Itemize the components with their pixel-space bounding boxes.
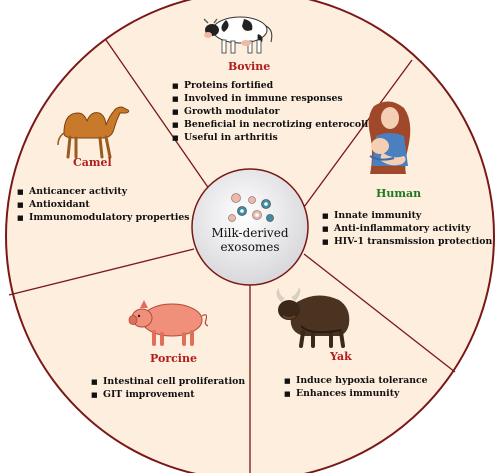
divider-line <box>105 39 215 197</box>
yak-bullets: Induce hypoxia tolerance Enhances immuni… <box>284 374 428 400</box>
list-item: Innate immunity <box>322 209 492 222</box>
exosome-vesicles-icon <box>228 193 274 222</box>
list-item: Anticancer activity <box>17 185 190 198</box>
divider-line <box>303 253 456 373</box>
yak-icon <box>276 287 350 348</box>
camel-bullets: Anticancer activity Antioxidant Immunomo… <box>17 185 190 224</box>
yak-title: Yak <box>330 350 352 363</box>
center-circle <box>191 168 309 286</box>
human-bullets: Innate immunity Anti-inflammatory activi… <box>322 209 492 248</box>
pig-icon <box>128 300 209 346</box>
list-item: Antioxidant <box>17 198 190 211</box>
center-label-line1: Milk-derived <box>211 226 289 240</box>
list-item: Beneficial in necrotizing enterocolitis <box>172 118 381 131</box>
list-item: Enhances immunity <box>284 387 428 400</box>
mother-breastfeeding-icon <box>368 101 411 174</box>
porcine-bullets: Intestinal cell proliferation GIT improv… <box>91 375 245 401</box>
list-item: Useful in arthritis <box>172 131 381 144</box>
list-item: Anti-inflammatory activity <box>322 222 492 235</box>
center-label-line2: exosomes <box>220 240 280 254</box>
divider-line <box>8 248 195 296</box>
list-item: Growth modulator <box>172 105 381 118</box>
list-item: GIT improvement <box>91 388 245 401</box>
porcine-title: Porcine <box>150 352 197 365</box>
camel-icon <box>57 106 130 159</box>
list-item: HIV-1 transmission protection <box>322 235 492 248</box>
bovine-title: Bovine <box>228 60 271 73</box>
cow-icon <box>203 16 273 54</box>
list-item: Proteins fortified <box>172 79 381 92</box>
list-item: Immunomodulatory properties <box>17 211 190 224</box>
camel-title: Camel <box>73 156 112 169</box>
list-item: Induce hypoxia tolerance <box>284 374 428 387</box>
human-title: Human <box>376 187 422 200</box>
bovine-bullets: Proteins fortified Involved in immune re… <box>172 79 381 144</box>
list-item: Involved in immune responses <box>172 92 381 105</box>
center-label: Milk-derived exosomes <box>210 226 290 254</box>
list-item: Intestinal cell proliferation <box>91 375 245 388</box>
